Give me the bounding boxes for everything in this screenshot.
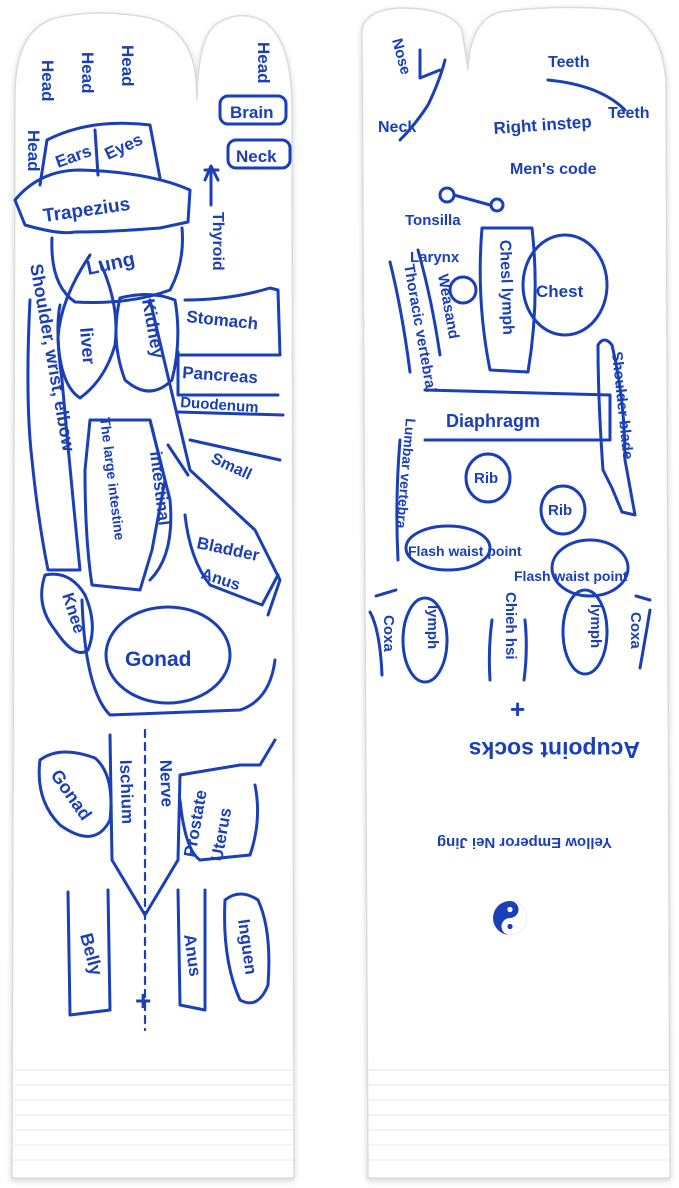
- left-head-label-1: Head: [38, 60, 57, 102]
- right-sock-shape: [361, 6, 671, 1179]
- left-cuff-ribbing: [14, 1069, 294, 1161]
- left-head-label-3: Head: [118, 45, 137, 87]
- tonsilla-label: Tonsilla: [405, 212, 461, 229]
- left-plus-mark: +: [135, 985, 151, 1016]
- liver-label: liver: [76, 327, 99, 366]
- left-foot-map-lines: [13, 94, 292, 1032]
- duodenum-label: Duodenum: [180, 394, 259, 416]
- chest-label: Chest: [536, 282, 584, 301]
- left-head-label-4: Head: [24, 130, 43, 172]
- teeth-label-1: Teeth: [548, 54, 589, 71]
- diaphragm-label: Diaphragm: [446, 411, 540, 431]
- nerve-label: Nerve: [156, 759, 177, 807]
- left-sock-shape: [11, 12, 295, 1179]
- chieh-hsi-label: Chieh hsi: [502, 592, 519, 660]
- coxa-label-1: Coxa: [380, 615, 397, 652]
- teeth-label-2: Teeth: [608, 105, 649, 122]
- chest-lymph-label: Chesl lymph: [496, 240, 516, 336]
- right-foot-map-lines: [368, 48, 652, 935]
- right-cuff-ribbing: [368, 1069, 670, 1161]
- right-neck-label: Neck: [378, 119, 416, 136]
- subtitle-label: Yellow Emperor Nei Jing: [437, 834, 612, 851]
- neck-label: Neck: [236, 147, 277, 166]
- left-head-label-2: Head: [78, 52, 97, 94]
- rib-label-1: Rib: [474, 470, 498, 487]
- lymph-label-2: lymph: [587, 604, 604, 648]
- flash-waist-label-2: Flash waist point: [514, 568, 628, 584]
- lymph-label-1: lymph: [424, 605, 441, 649]
- right-sock: Nose Neck Teeth Teeth Right instep Men's…: [361, 6, 671, 1179]
- brand-label: Acupoint socks: [469, 737, 640, 763]
- gonad-label: Gonad: [125, 648, 192, 671]
- flash-waist-label-1: Flash waist point: [408, 543, 522, 559]
- head-toe-label: Head: [254, 42, 273, 84]
- thyroid-label: Thyroid: [209, 212, 226, 271]
- right-plus-mark: +: [510, 694, 525, 724]
- larynx-label: Larynx: [410, 249, 460, 266]
- ischium-label: Ischium: [116, 759, 137, 824]
- rib-label-2: Rib: [548, 502, 572, 519]
- brain-label: Brain: [230, 103, 273, 122]
- left-sock: Head Head Head Head Ears Eyes Head Brain…: [11, 12, 295, 1179]
- mens-code-label: Men's code: [510, 161, 597, 178]
- coxa-label-2: Coxa: [627, 612, 644, 649]
